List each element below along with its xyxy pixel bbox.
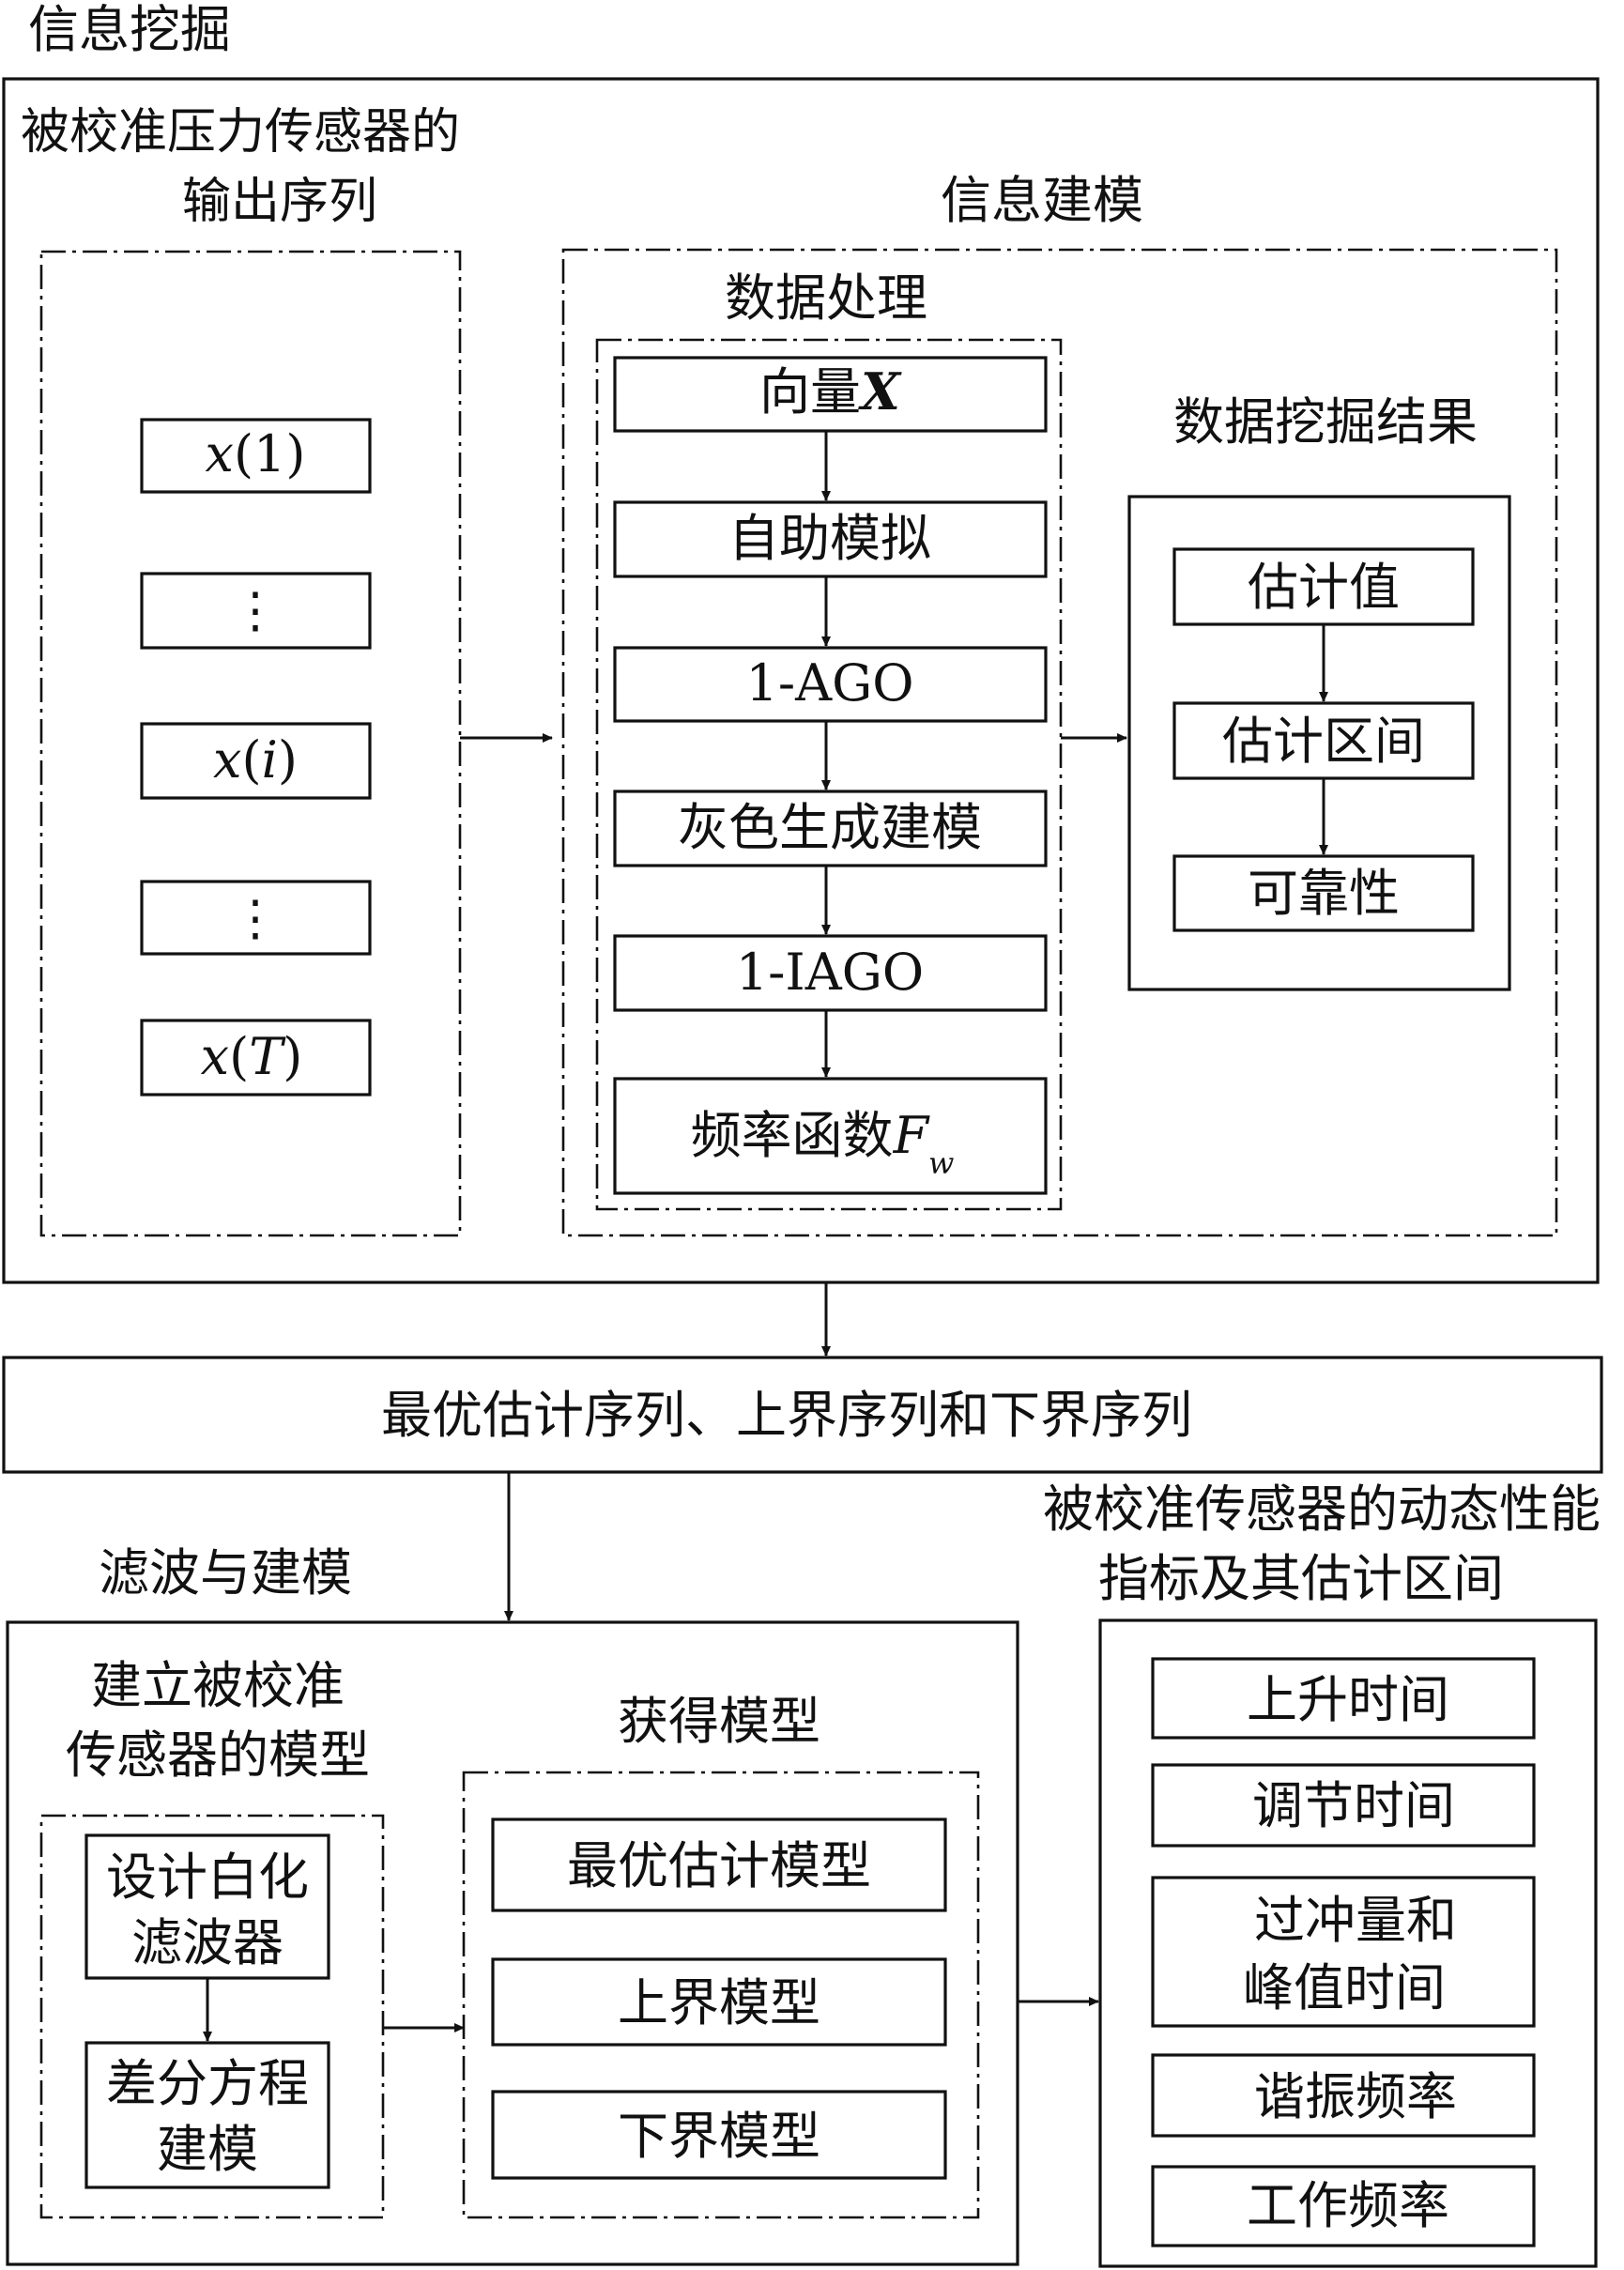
interval-label: 估计区间 <box>1222 712 1425 771</box>
seq-item-xi-label: x(i) <box>213 730 298 790</box>
data-processing-dashed-group <box>595 338 1063 1211</box>
build-model-title-line1: 建立被校准 <box>91 1656 345 1715</box>
whitening-filter-line2: 滤波器 <box>131 1913 283 1972</box>
overshoot-line1: 过冲量和 <box>1254 1891 1457 1950</box>
lower-model-box <box>491 2090 947 2180</box>
reliability-box <box>1172 854 1475 932</box>
upper-model-box <box>491 1957 947 2047</box>
diff-equation-box <box>84 2041 330 2189</box>
working-freq-box <box>1151 2165 1536 2247</box>
obtain-model-title: 获得模型 <box>618 1692 820 1751</box>
whitening-filter-line1: 设计白化 <box>106 1848 309 1907</box>
vector-x-box <box>613 356 1048 433</box>
ago-label: 1-AGO <box>745 653 913 713</box>
seq-item-dots-1-label: ⋮ <box>231 583 280 639</box>
bootstrap-label: 自助模拟 <box>728 509 931 568</box>
seq-item-x1-label: x(1) <box>206 424 306 483</box>
filter-modeling-frame <box>6 1620 1019 2266</box>
rise-time-label: 上升时间 <box>1247 1670 1449 1729</box>
grey-model-label: 灰色生成建模 <box>678 798 982 857</box>
iago-label: 1-IAGO <box>736 943 924 1002</box>
freq-function-box <box>613 1077 1048 1195</box>
optimal-model-box <box>491 1818 947 1912</box>
lower-model-label: 下界模型 <box>618 2107 820 2166</box>
section-title-mining: 信息挖掘 <box>28 0 231 59</box>
build-model-dashed-group <box>39 1814 385 2219</box>
settle-time-box <box>1151 1763 1536 1848</box>
iago-box <box>613 934 1048 1012</box>
info-model-title: 信息建模 <box>941 171 1143 230</box>
settle-time-label: 调节时间 <box>1252 1776 1455 1835</box>
dynamic-title-line2: 指标及其估计区间 <box>1098 1549 1504 1608</box>
obtain-model-dashed-group <box>462 1771 980 2219</box>
grey-model-box <box>613 790 1048 867</box>
optimal-model-label: 最优估计模型 <box>567 1836 871 1895</box>
bootstrap-box <box>613 500 1048 578</box>
ago-box <box>613 646 1048 723</box>
seq-item-xi <box>140 722 372 800</box>
seq-item-dots-2 <box>140 880 372 956</box>
data-processing-title: 数据处理 <box>725 268 927 328</box>
overshoot-line2: 峰值时间 <box>1243 1958 1446 2017</box>
filter-modeling-title: 滤波与建模 <box>99 1543 352 1603</box>
source-title-line2: 输出序列 <box>182 174 377 230</box>
source-dashed-group <box>39 250 462 1237</box>
source-title-line1: 被校准压力传感器的 <box>21 104 460 161</box>
mining-outer-frame <box>2 77 1600 1284</box>
diff-equation-line1: 差分方程 <box>106 2054 309 2113</box>
mining-result-title: 数据挖掘结果 <box>1173 392 1478 452</box>
overshoot-box <box>1151 1876 1536 2028</box>
resonance-box <box>1151 2053 1536 2138</box>
seq-item-xT-label: x(T) <box>201 1027 303 1086</box>
seq-item-dots-2-label: ⋮ <box>231 891 280 947</box>
seq-item-dots-1 <box>140 572 372 650</box>
seq-item-x1 <box>140 418 372 494</box>
freq-function-label: 频率函数Fw <box>691 1106 955 1181</box>
seq-item-xT <box>140 1019 372 1097</box>
resonance-label: 谐振频率 <box>1254 2067 1457 2126</box>
dynamic-frame <box>1098 1618 1598 2268</box>
reliability-label: 可靠性 <box>1248 864 1400 923</box>
mining-result-frame <box>1127 495 1511 991</box>
sequences-label: 最优估计序列、上界序列和下界序列 <box>381 1386 1192 1445</box>
diff-equation-line2: 建模 <box>157 2120 258 2179</box>
sequences-box <box>2 1356 1603 1474</box>
working-freq-label: 工作频率 <box>1247 2176 1449 2235</box>
vector-x-label: 向量X <box>759 361 902 422</box>
upper-model-label: 上界模型 <box>618 1973 820 2032</box>
estimate-label: 估计值 <box>1248 558 1400 617</box>
info-model-dashed-group <box>561 248 1558 1237</box>
build-model-title-line2: 传感器的模型 <box>66 1726 370 1785</box>
dynamic-title-line1: 被校准传感器的动态性能 <box>1043 1480 1601 1539</box>
rise-time-box <box>1151 1657 1536 1740</box>
